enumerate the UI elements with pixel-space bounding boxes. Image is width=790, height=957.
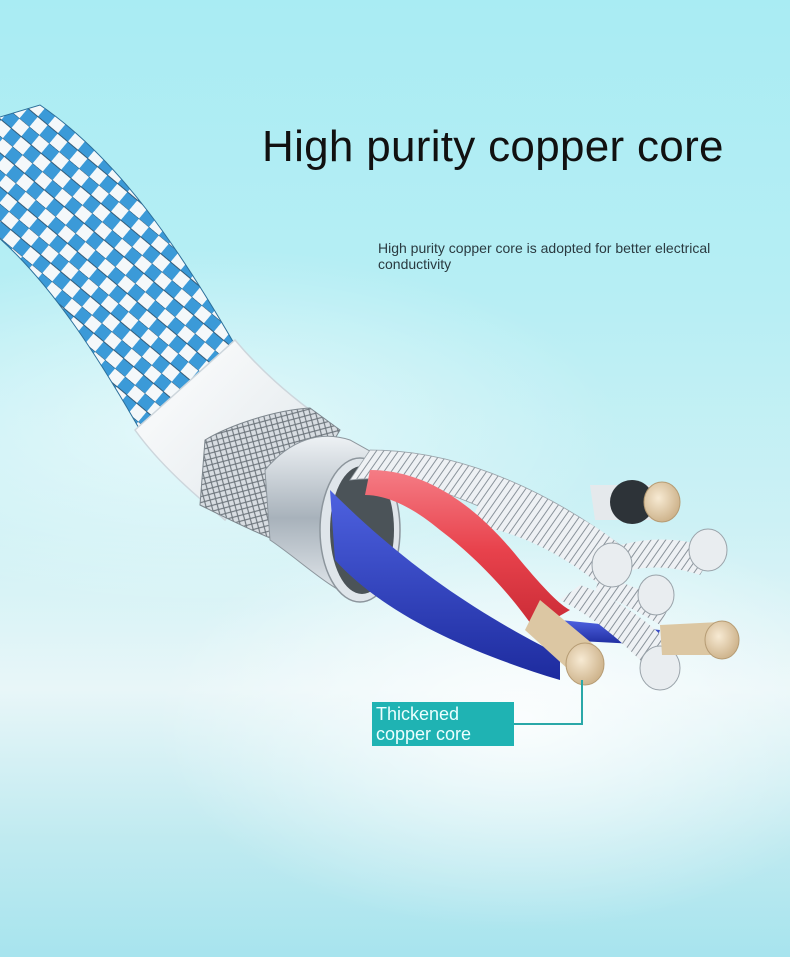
headline: High purity copper core	[262, 122, 724, 171]
description-text: High purity copper core is adopted for b…	[378, 240, 711, 272]
callout-leader-horizontal	[512, 723, 583, 725]
callout-leader-vertical	[581, 680, 583, 725]
callout-label: Thickened copper core	[372, 702, 514, 746]
